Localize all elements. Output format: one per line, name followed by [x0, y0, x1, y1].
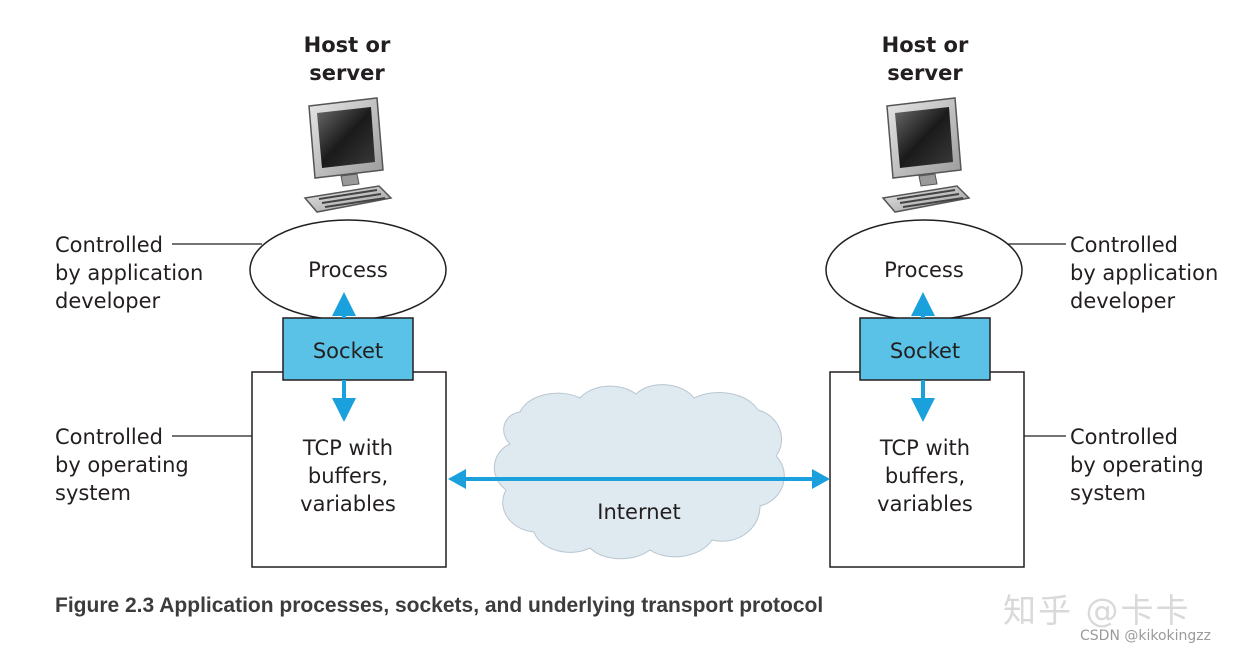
left-arrowhead — [448, 469, 466, 489]
left-process-label: Process — [308, 258, 388, 282]
left-host-title-line1: Host or — [304, 33, 391, 57]
right-os-note-line3: system — [1070, 481, 1146, 505]
right-socket-box — [859, 317, 991, 381]
left-tcp-line2: buffers, — [308, 464, 388, 488]
left-socket-label: Socket — [313, 339, 383, 363]
right-app-note-line3: developer — [1070, 289, 1176, 313]
cloud-icon — [493, 384, 785, 560]
right-arrowhead — [812, 469, 830, 489]
figure-caption: Figure 2.3 Application processes, socket… — [55, 594, 824, 617]
right-os-note-line2: by operating — [1070, 453, 1204, 477]
right-host-title-line2: server — [887, 61, 963, 85]
left-socket-box — [282, 317, 414, 381]
right-tcp-line2: buffers, — [885, 464, 965, 488]
csdn-watermark: CSDN @kikokingzz — [1080, 628, 1211, 644]
right-app-note-line2: by application — [1070, 261, 1218, 285]
right-process-label: Process — [884, 258, 964, 282]
left-app-note-line3: developer — [55, 289, 161, 313]
computer-icon — [304, 97, 392, 213]
right-tcp-line3: variables — [877, 492, 973, 516]
left-host: Host or server Process Socket TCP with b… — [55, 33, 447, 568]
right-app-note-line1: Controlled — [1070, 233, 1178, 257]
right-tcp-line1: TCP with — [879, 436, 970, 460]
left-tcp-line1: TCP with — [302, 436, 393, 460]
left-app-note-line1: Controlled — [55, 233, 163, 257]
left-app-note-line2: by application — [55, 261, 203, 285]
right-host: Host or server Process Socket TCP with b… — [825, 33, 1218, 568]
zhihu-watermark: 知乎 @卡卡 — [1003, 591, 1191, 630]
computer-icon — [882, 97, 970, 213]
right-socket-label: Socket — [890, 339, 960, 363]
right-host-title-line1: Host or — [882, 33, 969, 57]
left-os-note-line2: by operating — [55, 453, 189, 477]
left-tcp-line3: variables — [300, 492, 396, 516]
internet-label: Internet — [597, 500, 680, 524]
left-os-note-line1: Controlled — [55, 425, 163, 449]
right-os-note-line1: Controlled — [1070, 425, 1178, 449]
left-os-note-line3: system — [55, 481, 131, 505]
left-host-title-line2: server — [309, 61, 385, 85]
